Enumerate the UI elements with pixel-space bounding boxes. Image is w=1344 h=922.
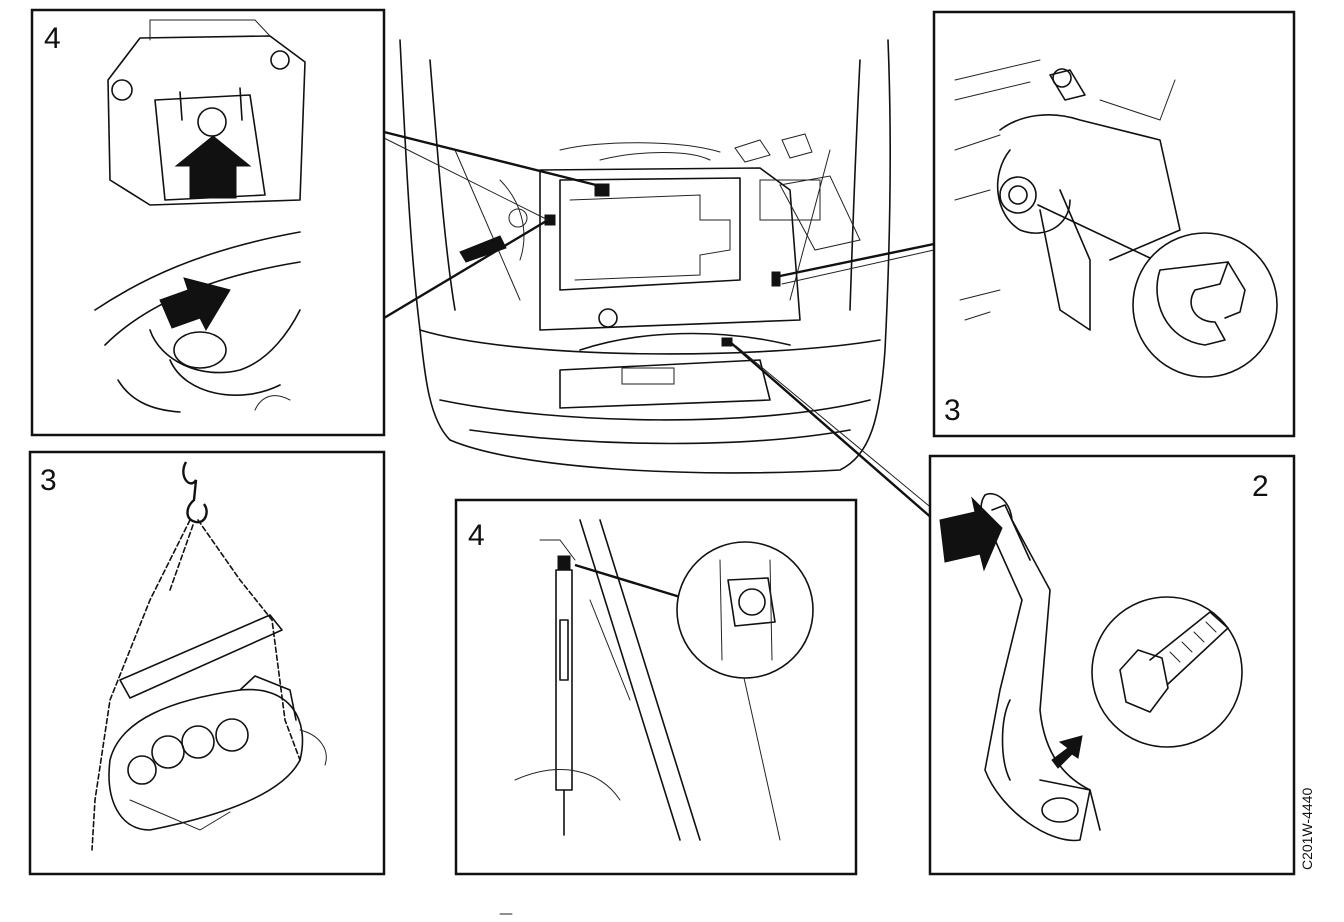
panel-bottom-center: 4: [454, 498, 858, 876]
detail-circle-clip: [676, 541, 814, 679]
detail-circle-bolt: [1091, 596, 1243, 748]
panel-bottom-left-number: 3: [40, 464, 57, 497]
panel-top-left-number: 4: [44, 22, 61, 55]
arrow-upper-mount-icon: [174, 135, 252, 199]
arrow-lower-mount-icon: [159, 277, 231, 332]
panel-bottom-right: 2: [928, 454, 1296, 876]
detail-circle-spacer: [1132, 232, 1278, 378]
panel-top-right-number: 3: [944, 394, 961, 427]
panel-bottom-center-number: 4: [468, 519, 485, 552]
panel-top-left: 4: [30, 8, 386, 437]
figure-code: C201W-4440: [1299, 788, 1315, 870]
marker-lower-mount-icon: [721, 337, 733, 347]
panel-bottom-right-number: 2: [1252, 470, 1269, 503]
marker-right-mount-icon: [771, 271, 781, 287]
leader-lines: [383, 130, 935, 521]
marker-left-mount-icon: [544, 214, 556, 226]
arrow-bracket-top-icon: [939, 496, 1003, 572]
panel-bottom-left: 3: [28, 450, 386, 876]
panel-top-right: 3: [932, 10, 1296, 438]
arrow-bracket-bottom-icon: [1051, 735, 1083, 769]
marker-upper-mount-icon: [594, 183, 610, 197]
engine-bay-overview: [399, 39, 891, 474]
